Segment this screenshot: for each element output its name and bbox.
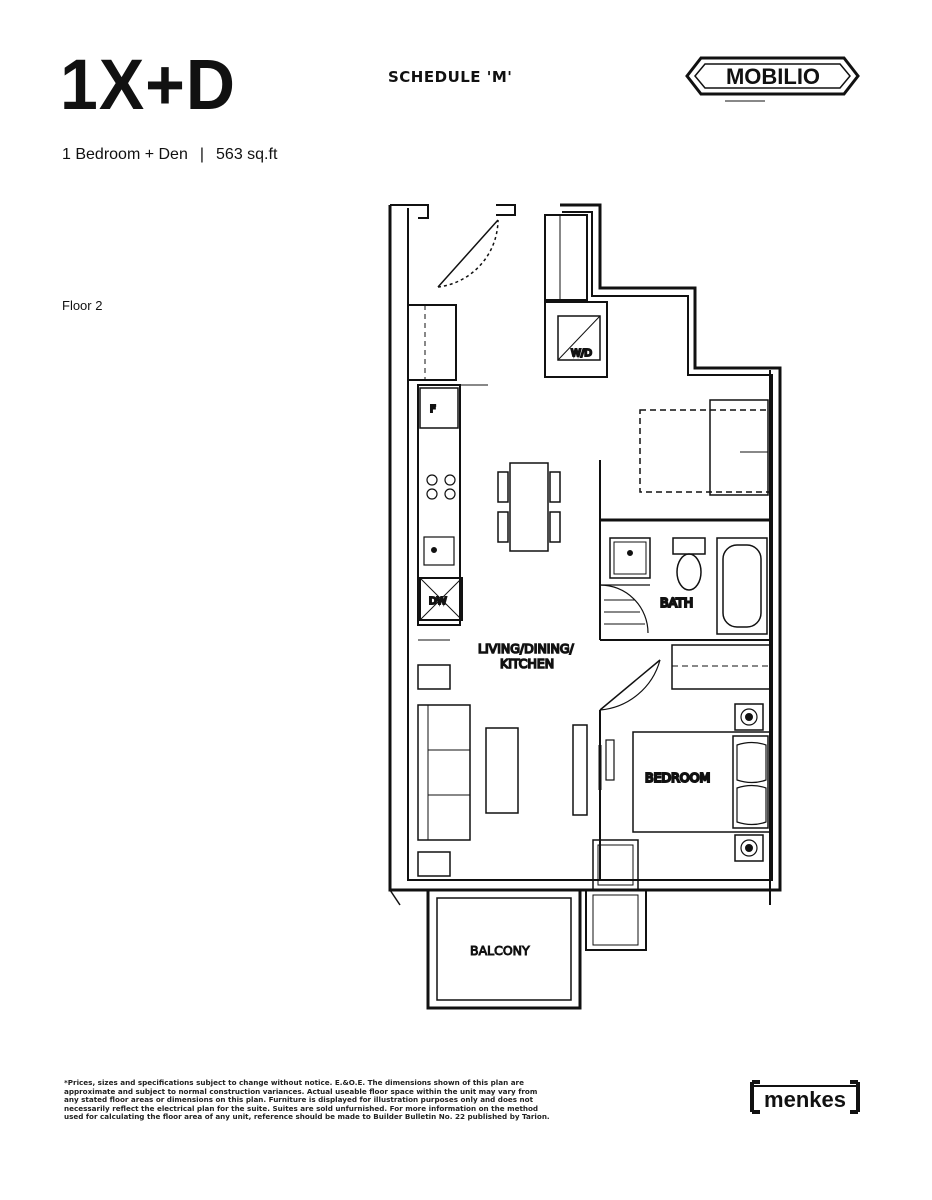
unit-name-title: 1X+D — [60, 45, 236, 125]
unit-area: 563 sq.ft — [216, 146, 278, 163]
menkes-logo: menkes — [750, 1080, 860, 1114]
bedroom-closet — [671, 644, 771, 690]
washer-dryer-label: W/D — [571, 348, 592, 359]
unit-summary: 1 Bedroom + Den | 563 sq.ft — [62, 146, 277, 164]
floor-label: Floor 2 — [62, 298, 103, 313]
bedroom-label: BEDROOM — [645, 770, 710, 785]
summary-separator: | — [199, 146, 205, 163]
entry-door — [437, 219, 499, 288]
laundry: W/D — [544, 301, 608, 378]
living-label: LIVING/DINING/ — [478, 641, 575, 656]
mobilio-logo: MOBILIO — [685, 56, 860, 102]
menkes-logo-text: menkes — [764, 1087, 846, 1112]
bathroom: BATH — [599, 518, 770, 641]
kitchen-counter: F DW — [417, 384, 488, 626]
disclaimer-text: *Prices, sizes and specifications subjec… — [64, 1078, 550, 1122]
closets — [407, 214, 588, 381]
schedule-label: SCHEDULE 'M' — [388, 68, 513, 86]
mobilio-logo-text: MOBILIO — [726, 64, 820, 89]
living-furniture: LIVING/DINING/ KITCHEN — [417, 639, 575, 877]
unit-type: 1 Bedroom + Den — [62, 146, 188, 163]
bedroom: BEDROOM — [572, 659, 771, 880]
exterior-walls — [388, 203, 782, 906]
den — [599, 399, 771, 520]
balcony-label: BALCONY — [470, 943, 530, 958]
fridge-label: F — [430, 404, 436, 415]
dishwasher-label: DW — [429, 596, 447, 607]
living-label-line2: KITCHEN — [500, 656, 554, 671]
bath-label: BATH — [660, 595, 693, 610]
dining-table — [497, 462, 561, 552]
balcony: BALCONY — [426, 839, 647, 1010]
